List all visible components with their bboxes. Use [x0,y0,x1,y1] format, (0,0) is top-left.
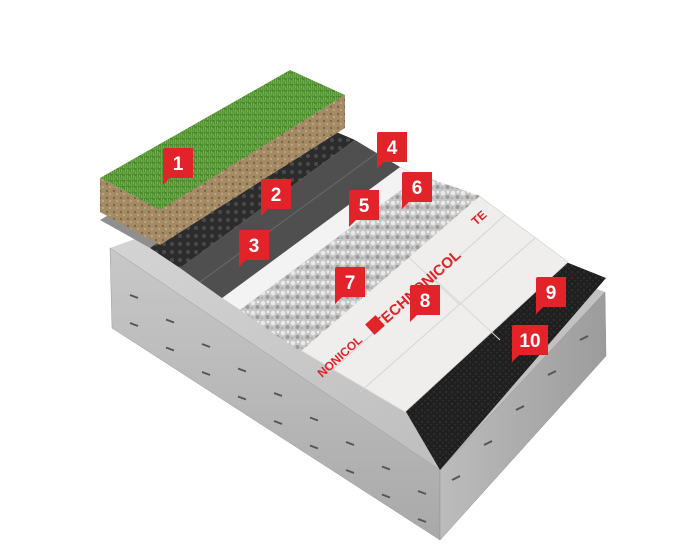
layer-4-membrane [180,140,400,298]
tag-label-10: 10 [519,331,540,352]
rebar-ends [129,294,589,523]
layer-tag-10: 10 [512,325,548,362]
tag-shape [402,172,432,209]
rebar-end [309,416,319,422]
tag-shape [335,267,365,304]
tag-label-4: 4 [387,138,398,159]
rebar-end [201,343,211,348]
tag-label-5: 5 [359,196,370,217]
layer-1-green-roof [100,70,345,245]
layer-tag-4: 4 [377,132,407,169]
layer-tags: 1 2 3 4 5 6 7 8 9 10 [163,132,566,362]
rebar-end [273,392,283,397]
layer-10-bitumen [405,262,606,470]
tag-shape [536,277,566,314]
tag-shape [239,230,269,267]
tag-label-7: 7 [345,273,356,294]
tag-shape [512,325,548,362]
layer-tag-9: 9 [536,277,566,314]
tag-label-2: 2 [271,185,282,206]
rebar-end [345,469,355,474]
rebar-end [579,335,589,341]
rebar-end [417,490,427,495]
rebar-end [483,440,493,446]
tag-shape [410,285,440,322]
tag-label-6: 6 [412,178,423,199]
layer-6-gravel [240,175,480,352]
rebar-end [381,465,391,471]
rebar-end [451,475,461,481]
layer-3-drainage [150,125,355,268]
layer-tag-1: 1 [163,148,193,185]
layer-tag-2: 2 [261,179,291,216]
layer-tag-7: 7 [335,267,365,304]
tag-label-3: 3 [249,236,260,257]
rebar-end [129,322,139,327]
tag-shape [261,179,291,216]
layer-tag-5: 5 [349,190,379,227]
rebar-end [273,420,283,425]
tag-shape [377,132,407,169]
layer-tag-6: 6 [402,172,432,209]
brand-logo-mark [365,315,385,335]
tag-label-8: 8 [420,291,431,312]
rebar-end [237,395,247,401]
rebar-end [309,444,319,450]
rebar-end [165,346,175,352]
rebar-end [417,518,427,523]
rebar-end [547,370,557,376]
rebar-end [129,294,139,299]
rebar-end [381,493,391,499]
tag-label-1: 1 [173,154,184,175]
tag-shape [349,190,379,227]
tag-label-9: 9 [546,283,557,304]
rebar-end [237,367,247,373]
rebar-end [165,318,175,324]
layer-tag-3: 3 [239,230,269,267]
rebar-end [201,371,211,376]
tag-shape [163,148,193,185]
rebar-end [515,405,525,411]
layer-tag-8: 8 [410,285,440,322]
rebar-end [345,441,355,446]
